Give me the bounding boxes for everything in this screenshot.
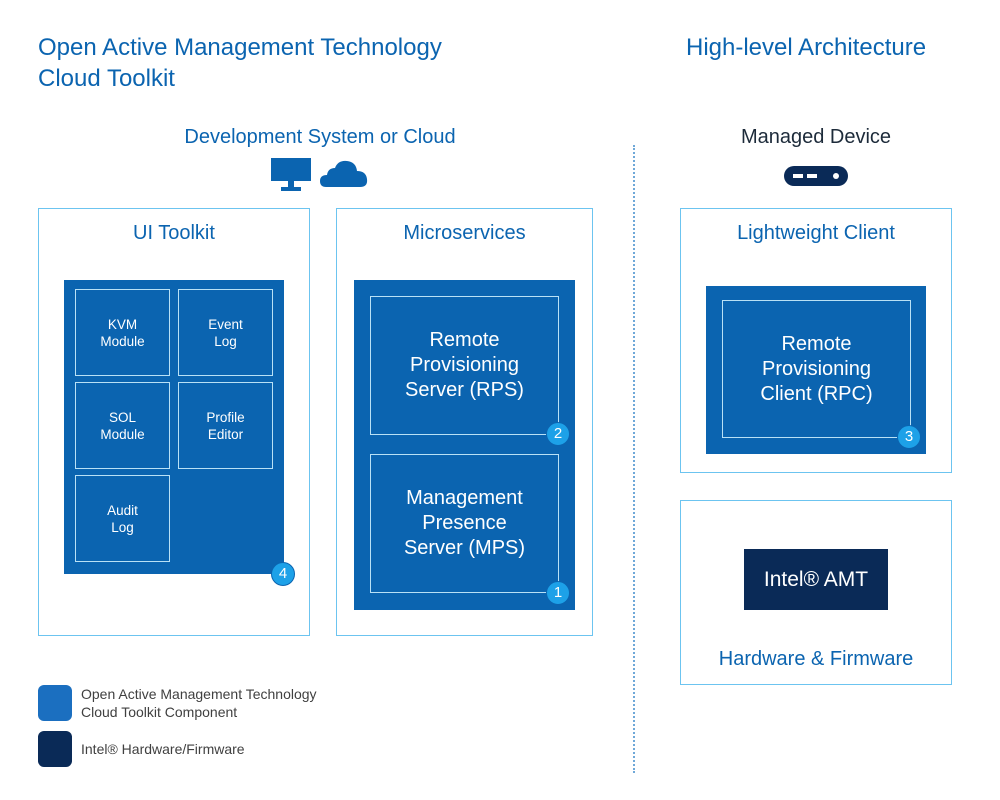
badge-1: 1 — [546, 581, 570, 605]
left-header: Development System or Cloud — [184, 126, 456, 148]
legend-swatch-intel — [38, 731, 72, 767]
intel-amt-block: Intel® AMT — [744, 549, 888, 610]
mps-box: Management Presence Server (MPS) — [370, 454, 559, 593]
event-log: Event Log — [178, 289, 273, 376]
section-divider — [633, 145, 635, 773]
audit-log: Audit Log — [75, 475, 170, 562]
badge-4: 4 — [271, 562, 295, 586]
badge-2: 2 — [546, 422, 570, 446]
rps-box: Remote Provisioning Server (RPS) — [370, 296, 559, 435]
profile-editor: Profile Editor — [178, 382, 273, 469]
hardware-firmware-title: Hardware & Firmware — [718, 648, 914, 670]
rpc-box: Remote Provisioning Client (RPC) — [722, 300, 911, 438]
cloud-icon — [320, 160, 368, 188]
right-header: Managed Device — [740, 126, 892, 148]
monitor-icon — [271, 158, 311, 192]
ui-toolkit-panel — [64, 280, 284, 574]
microservices-panel — [354, 280, 575, 610]
sol-module: SOL Module — [75, 382, 170, 469]
legend-label-intel: Intel® Hardware/Firmware — [81, 741, 245, 757]
diagram-title: Open Active Management Technology Cloud … — [38, 34, 442, 92]
intel-amt-label: Intel® AMT — [763, 567, 869, 591]
microservices-title: Microservices — [403, 222, 526, 244]
rpc-panel — [706, 286, 926, 454]
legend-label-toolkit: Open Active Management Technology Cloud … — [81, 686, 317, 720]
device-icon — [784, 166, 848, 186]
diagram-subtitle: High-level Architecture — [686, 34, 927, 61]
ui-toolkit-title: UI Toolkit — [133, 222, 215, 244]
kvm-module: KVM Module — [75, 289, 170, 376]
legend-swatch-toolkit — [38, 685, 72, 721]
lightweight-client-title: Lightweight Client — [737, 222, 895, 244]
badge-3: 3 — [897, 425, 921, 449]
